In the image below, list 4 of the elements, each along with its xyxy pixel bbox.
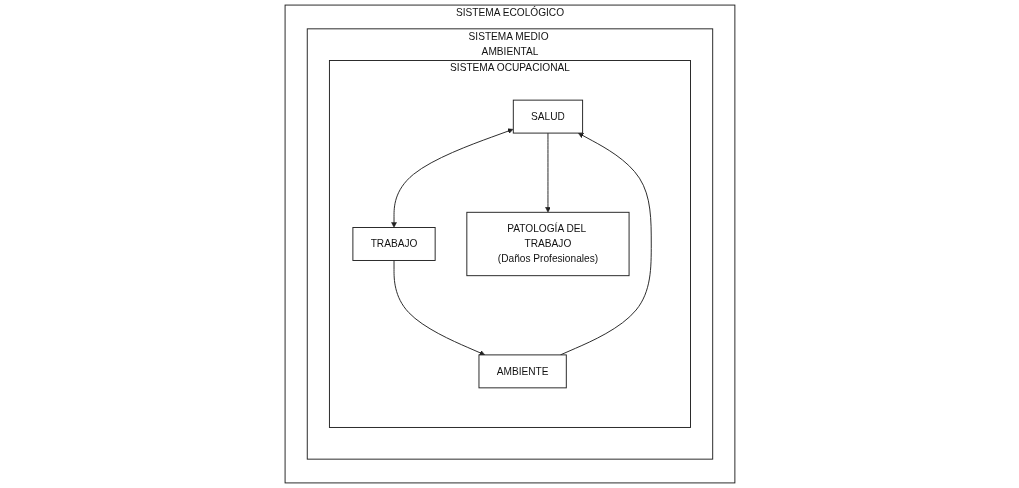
node-box: TRABAJO xyxy=(351,227,436,261)
node-box: PATOLOGÍA DEL TRABAJO (Daños Profesionales) xyxy=(465,211,630,277)
node-box: SALUD xyxy=(512,99,583,134)
node-box: AMBIENTE xyxy=(478,354,567,389)
